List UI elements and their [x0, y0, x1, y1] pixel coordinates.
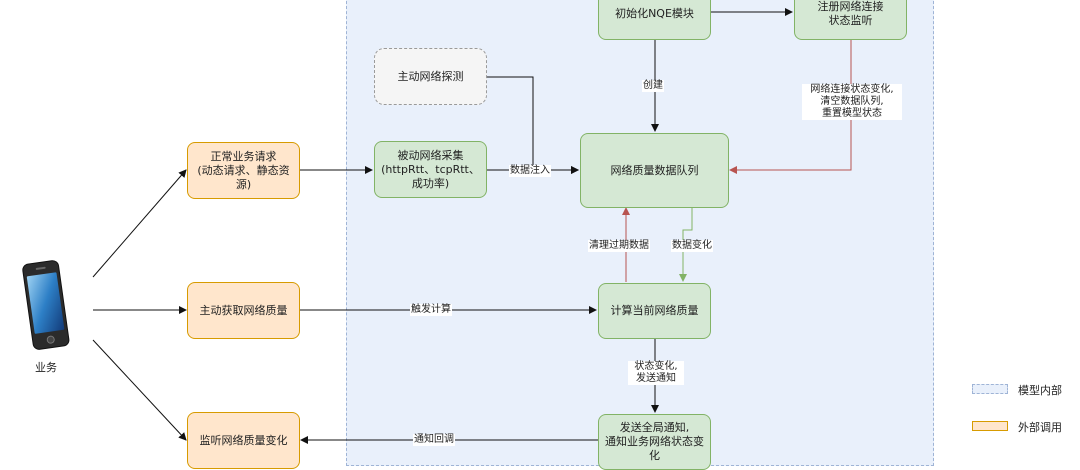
listen-quality-change-node: 监听网络质量变化 [187, 412, 300, 469]
edge-active-probe [487, 76, 579, 174]
global-notify-label: 发送全局通知, 通知业务网络状态变 化 [605, 421, 704, 462]
edge-data-change [679, 208, 693, 282]
register-listener-node: 注册网络连接 状态监听 [794, 0, 907, 40]
active-probe-node: 主动网络探测 [374, 48, 487, 105]
active-get-quality-label: 主动获取网络质量 [199, 303, 288, 317]
legend-internal-swatch [972, 384, 1008, 394]
phone-icon [20, 258, 72, 354]
edge-label-notify-callback: 通知回调 [413, 434, 455, 446]
business-label: 业务 [35, 361, 57, 374]
edge-label-data-change: 数据变化 [671, 240, 713, 252]
connectors [92, 8, 852, 444]
edge-business-to-listen [92, 339, 187, 441]
legend-internal-label: 模型内部 [1018, 384, 1062, 397]
passive-collect-label: 被动网络采集 (httpRtt、tcpRtt、 成功率) [381, 148, 480, 190]
data-queue-node: 网络质量数据队列 [580, 133, 729, 208]
compute-quality-label: 计算当前网络质量 [610, 304, 699, 317]
normal-request-label: 正常业务请求 (动态请求、静态资 源) [197, 149, 290, 191]
init-nqe-node: 初始化NQE模块 [598, 0, 711, 40]
global-notify-node: 发送全局通知, 通知业务网络状态变 化 [598, 414, 711, 470]
edge-label-clean-expired: 清理过期数据 [588, 240, 650, 252]
active-get-quality-node: 主动获取网络质量 [187, 282, 300, 339]
edge-business-to-normal [92, 169, 187, 278]
edge-label-create: 创建 [642, 80, 664, 92]
edge-label-data-inject: 数据注入 [509, 165, 551, 177]
listen-quality-change-label: 监听网络质量变化 [199, 433, 288, 447]
init-nqe-label: 初始化NQE模块 [615, 7, 694, 20]
edge-state-change-reset [729, 40, 852, 174]
legend-external-swatch [972, 421, 1008, 431]
passive-collect-node: 被动网络采集 (httpRtt、tcpRtt、 成功率) [374, 141, 487, 198]
edge-label-trigger-compute: 触发计算 [410, 304, 452, 316]
data-queue-label: 网络质量数据队列 [610, 163, 699, 177]
compute-quality-node: 计算当前网络质量 [598, 283, 711, 339]
legend-external-label: 外部调用 [1018, 421, 1062, 434]
active-probe-label: 主动网络探测 [397, 69, 464, 83]
edge-label-state-change-notify: 状态变化, 发送通知 [628, 361, 684, 385]
register-listener-label: 注册网络连接 状态监听 [817, 0, 884, 27]
edge-label-state-change-reset: 网络连接状态变化, 清空数据队列, 重置模型状态 [802, 84, 902, 120]
normal-request-node: 正常业务请求 (动态请求、静态资 源) [187, 142, 300, 199]
